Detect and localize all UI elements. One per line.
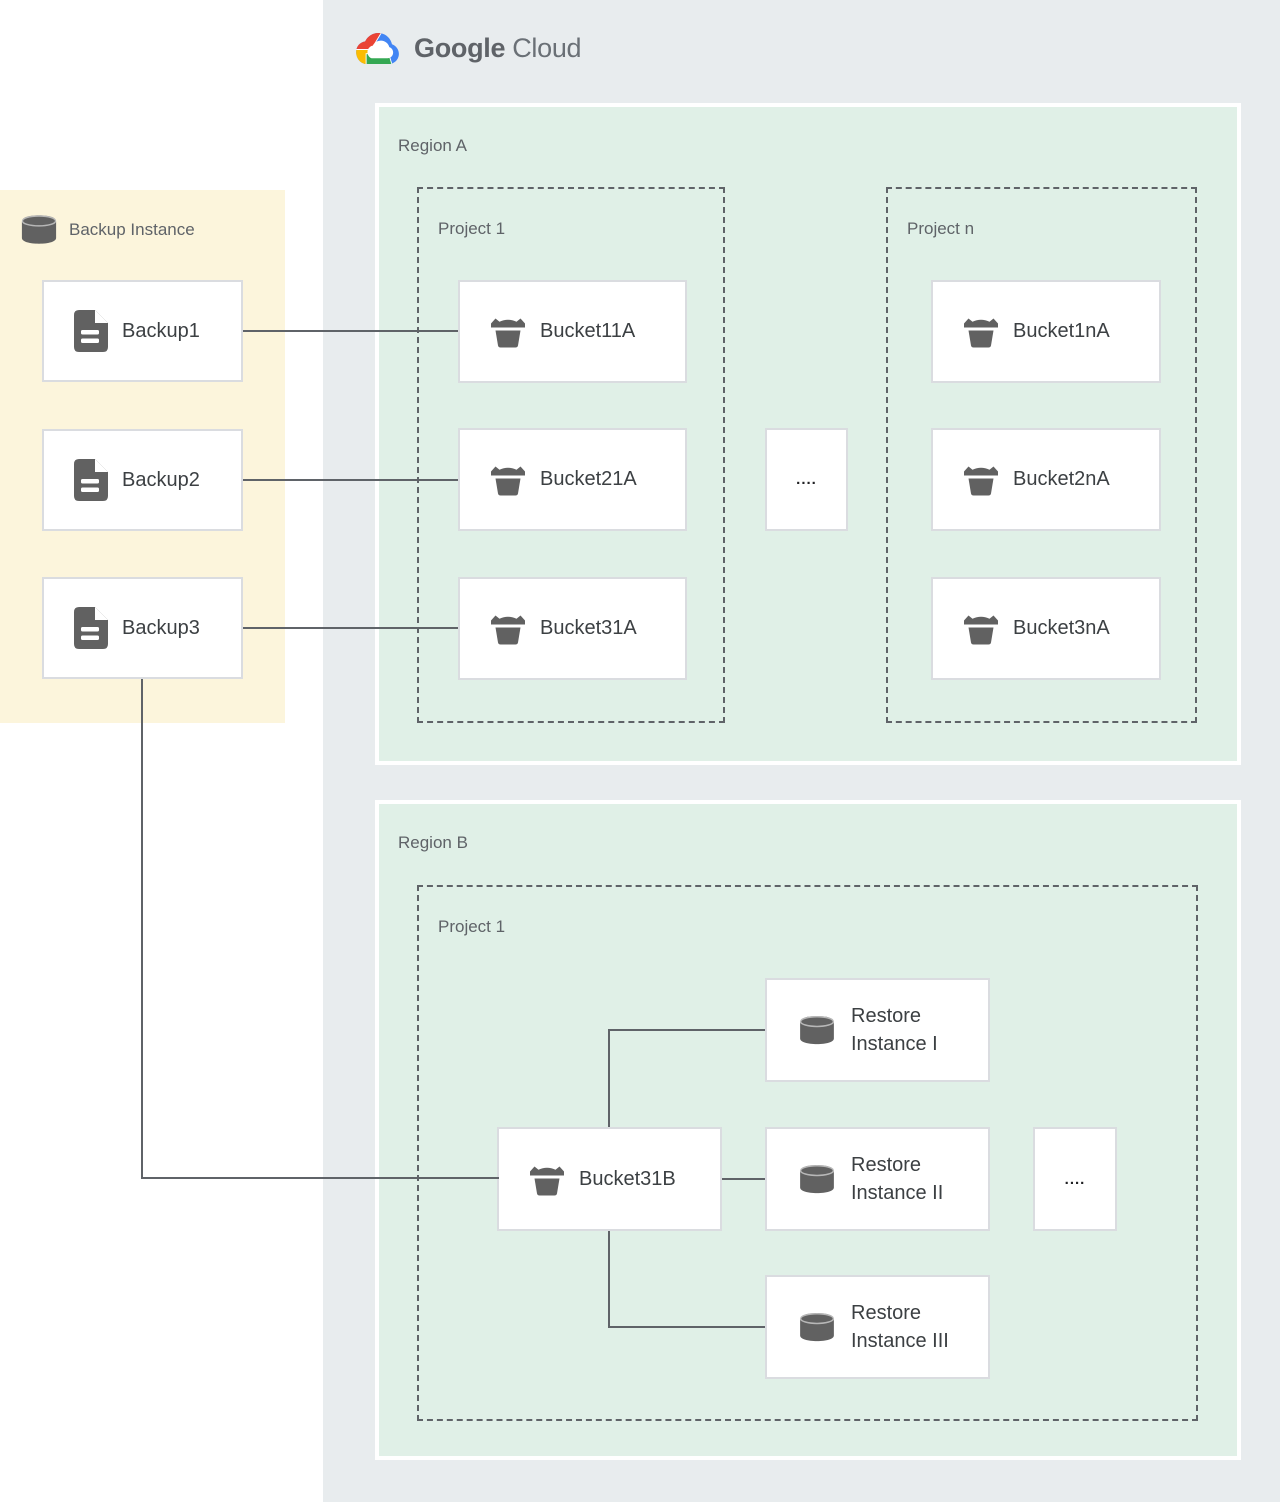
database-icon	[20, 214, 58, 245]
restore-line2: Instance I	[851, 1033, 938, 1055]
connector-backup1-bucket11a	[243, 330, 458, 332]
backup-instance-header: Backup Instance	[20, 214, 195, 245]
backup-instance-title: Backup Instance	[69, 219, 195, 239]
connector-backup3-down	[141, 679, 143, 1179]
bucket-icon	[490, 315, 526, 348]
bucket31b-node: Bucket31B	[497, 1127, 722, 1231]
region-b-project-1-label: Project 1	[438, 917, 506, 936]
region-a-ellipsis-label: ....	[796, 471, 817, 488]
bucket21a-node: Bucket21A	[458, 428, 687, 531]
bucket-icon	[490, 612, 526, 645]
bucket1na-label: Bucket1nA	[1013, 320, 1110, 342]
bucket-icon	[963, 463, 999, 496]
bucket3na-node: Bucket3nA	[931, 577, 1161, 680]
region-b-project-1: Project 1	[417, 885, 1198, 1421]
backup3-node: Backup3	[42, 577, 243, 679]
bucket-icon	[963, 612, 999, 645]
connector-bucket31b-down	[608, 1231, 610, 1328]
bucket11a-node: Bucket11A	[458, 280, 687, 383]
bucket2na-label: Bucket2nA	[1013, 468, 1110, 490]
region-a-ellipsis-node: ....	[765, 428, 848, 531]
connector-bucket31b-restore2	[722, 1178, 765, 1180]
backup2-node: Backup2	[42, 429, 243, 531]
region-b-ellipsis-label: ....	[1064, 1170, 1086, 1188]
backup1-node: Backup1	[42, 280, 243, 382]
bucket11a-label: Bucket11A	[540, 320, 636, 342]
document-icon	[74, 310, 108, 352]
bucket-icon	[529, 1163, 565, 1196]
region-a-project-1: Project 1	[417, 187, 725, 723]
connector-backup3-bucket31b	[141, 1177, 499, 1179]
database-icon	[797, 1312, 837, 1342]
bucket31b-label: Bucket31B	[579, 1167, 676, 1190]
document-icon	[74, 459, 108, 501]
bucket-icon	[963, 315, 999, 348]
restore-line1: Restore	[851, 1005, 922, 1027]
backup1-label: Backup1	[122, 319, 200, 342]
logo-google-text: Google	[414, 33, 506, 63]
restore-line1: Restore	[851, 1302, 922, 1324]
restore-line1: Restore	[851, 1154, 922, 1176]
backup3-label: Backup3	[122, 616, 200, 639]
connector-bucket31b-restore3	[608, 1326, 765, 1328]
bucket1na-node: Bucket1nA	[931, 280, 1161, 383]
bucket31a-label: Bucket31A	[540, 617, 637, 639]
connector-bucket31b-restore1	[608, 1029, 765, 1031]
bucket2na-node: Bucket2nA	[931, 428, 1161, 531]
backup2-label: Backup2	[122, 468, 200, 491]
document-icon	[74, 607, 108, 649]
restore-line2: Instance II	[851, 1182, 944, 1204]
database-icon	[797, 1015, 837, 1045]
connector-backup2-bucket21a	[243, 479, 458, 481]
region-a-label: Region A	[398, 136, 467, 155]
database-icon	[797, 1164, 837, 1194]
connector-bucket31b-up	[608, 1029, 610, 1127]
connector-backup3-bucket31a	[243, 627, 458, 629]
region-b-label: Region B	[398, 833, 468, 852]
bucket21a-label: Bucket21A	[540, 468, 637, 490]
logo-cloud-text: Cloud	[512, 33, 582, 63]
google-cloud-icon	[355, 30, 401, 67]
bucket31a-node: Bucket31A	[458, 577, 687, 680]
bucket-icon	[490, 463, 526, 496]
region-a-project-n-label: Project n	[907, 219, 975, 238]
restore-line2: Instance III	[851, 1330, 949, 1352]
region-b-ellipsis-node: ....	[1033, 1127, 1117, 1231]
region-a-project-1-label: Project 1	[438, 219, 506, 238]
bucket3na-label: Bucket3nA	[1013, 617, 1110, 639]
region-a-project-n: Project n	[886, 187, 1197, 723]
